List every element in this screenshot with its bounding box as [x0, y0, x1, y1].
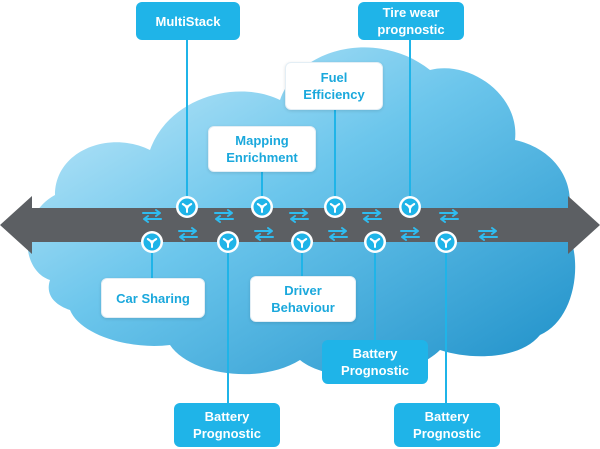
node-multistack-icon: [175, 195, 199, 219]
node-battery-mid-icon: [363, 230, 387, 254]
right-arrowhead: [568, 196, 600, 254]
node-battery-right-icon: [434, 230, 458, 254]
label-car-sharing: Car Sharing: [101, 278, 205, 318]
left-arrowhead: [0, 196, 32, 254]
label-battery-prognostic-right: Battery Prognostic: [394, 403, 500, 447]
node-driver-icon: [290, 230, 314, 254]
label-battery-prognostic-mid: Battery Prognostic: [322, 340, 428, 384]
label-driver-behaviour: Driver Behaviour: [250, 276, 356, 322]
node-battery-left-icon: [216, 230, 240, 254]
node-car-sharing-icon: [140, 230, 164, 254]
node-mapping-icon: [250, 195, 274, 219]
node-tire-icon: [398, 195, 422, 219]
label-battery-prognostic-left: Battery Prognostic: [174, 403, 280, 447]
label-multistack: MultiStack: [136, 2, 240, 40]
label-mapping-enrichment: Mapping Enrichment: [208, 126, 316, 172]
node-fuel-icon: [323, 195, 347, 219]
label-fuel-efficiency: Fuel Efficiency: [285, 62, 383, 110]
label-tire-wear-prognostic: Tire wear prognostic: [358, 2, 464, 40]
